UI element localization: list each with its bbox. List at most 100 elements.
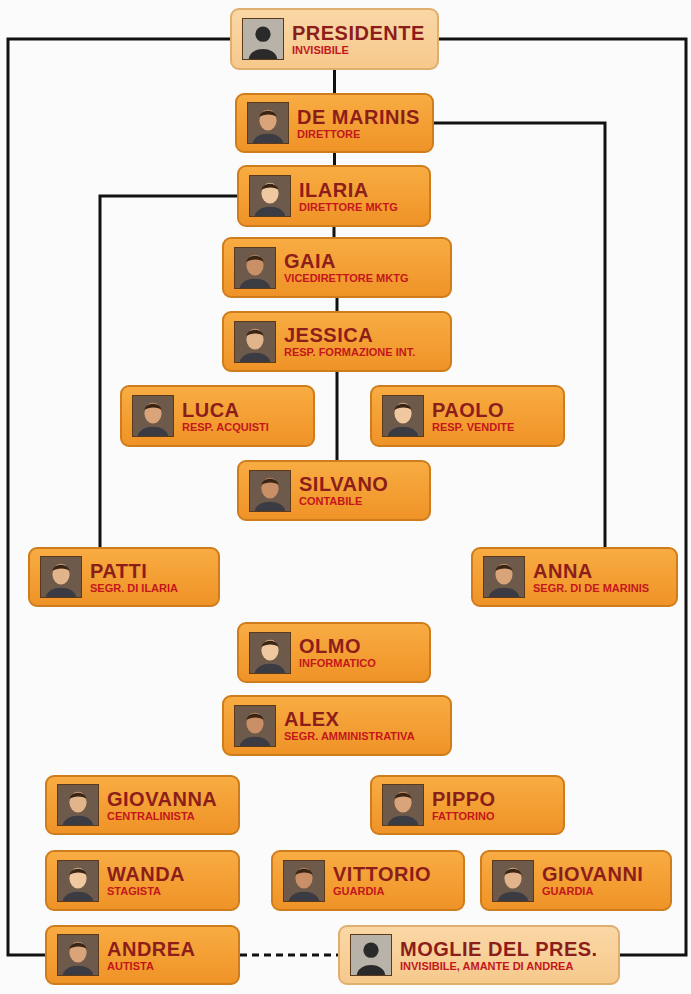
- person-box: PAOLORESP. VENDITE: [370, 385, 565, 447]
- text-column: DE MARINISDIRETTORE: [297, 106, 420, 141]
- person-name: WANDA: [107, 863, 185, 885]
- person-role: INVISIBILE, AMANTE DI ANDREA: [400, 960, 598, 973]
- portrait: [234, 705, 276, 747]
- person-role: RESP. FORMAZIONE INT.: [284, 346, 415, 359]
- person-box: LUCARESP. ACQUISTI: [120, 385, 315, 447]
- person-role: DIRETTORE: [297, 128, 420, 141]
- portrait: [234, 247, 276, 289]
- person-box: DE MARINISDIRETTORE: [235, 93, 434, 153]
- person-name: ANNA: [533, 560, 649, 582]
- portrait: [382, 395, 424, 437]
- person-box: SILVANOCONTABILE: [237, 460, 431, 521]
- person-box: GIOVANNIGUARDIA: [480, 850, 672, 911]
- portrait: [249, 632, 291, 674]
- hierarchy-line: [333, 227, 336, 237]
- person-name: VITTORIO: [333, 863, 431, 885]
- text-column: ILARIADIRETTORE MKTG: [299, 179, 398, 214]
- person-box: PRESIDENTEINVISIBILE: [230, 8, 439, 70]
- person-name: GAIA: [284, 250, 408, 272]
- person-role: INFORMATICO: [299, 657, 376, 670]
- person-role: CONTABILE: [299, 495, 388, 508]
- text-column: WANDASTAGISTA: [107, 863, 185, 898]
- portrait: [492, 860, 534, 902]
- person-role: AUTISTA: [107, 960, 196, 973]
- person-name: PRESIDENTE: [292, 22, 425, 44]
- person-box: MOGLIE DEL PRES.INVISIBILE, AMANTE DI AN…: [338, 925, 620, 985]
- person-box: ANDREAAUTISTA: [45, 925, 240, 985]
- text-column: SILVANOCONTABILE: [299, 473, 388, 508]
- person-role: VICEDIRETTORE MKTG: [284, 272, 408, 285]
- person-name: MOGLIE DEL PRES.: [400, 938, 598, 960]
- person-role: GUARDIA: [333, 885, 431, 898]
- person-role: FATTORINO: [432, 810, 496, 823]
- text-column: PAOLORESP. VENDITE: [432, 399, 514, 434]
- person-box: ALEXSEGR. AMMINISTRATIVA: [222, 695, 452, 756]
- text-column: VITTORIOGUARDIA: [333, 863, 431, 898]
- person-role: INVISIBILE: [292, 44, 425, 57]
- portrait: [249, 470, 291, 512]
- person-role: SEGR. AMMINISTRATIVA: [284, 730, 415, 743]
- person-role: CENTRALINISTA: [107, 810, 217, 823]
- person-name: ANDREA: [107, 938, 196, 960]
- text-column: ALEXSEGR. AMMINISTRATIVA: [284, 708, 415, 743]
- person-box: OLMOINFORMATICO: [237, 622, 431, 683]
- hierarchy-line: [333, 153, 336, 165]
- person-box: GIOVANNACENTRALINISTA: [45, 775, 240, 835]
- text-column: PIPPOFATTORINO: [432, 788, 496, 823]
- hierarchy-line: [434, 123, 605, 547]
- portrait: [234, 321, 276, 363]
- person-name: ALEX: [284, 708, 415, 730]
- person-name: DE MARINIS: [297, 106, 420, 128]
- person-name: PAOLO: [432, 399, 514, 421]
- hierarchy-line: [333, 70, 336, 93]
- portrait: [57, 860, 99, 902]
- person-box: WANDASTAGISTA: [45, 850, 240, 911]
- portrait: [247, 102, 289, 144]
- hierarchy-line: [336, 372, 339, 460]
- person-role: SEGR. DI DE MARINIS: [533, 582, 649, 595]
- person-role: GUARDIA: [542, 885, 643, 898]
- portrait: [382, 784, 424, 826]
- person-role: SEGR. DI ILARIA: [90, 582, 178, 595]
- text-column: PRESIDENTEINVISIBILE: [292, 22, 425, 57]
- portrait: [57, 784, 99, 826]
- person-name: GIOVANNA: [107, 788, 217, 810]
- text-column: GIOVANNACENTRALINISTA: [107, 788, 217, 823]
- text-column: ANDREAAUTISTA: [107, 938, 196, 973]
- dashed-link: [240, 954, 338, 957]
- person-name: PATTI: [90, 560, 178, 582]
- person-box: ANNASEGR. DI DE MARINIS: [471, 547, 678, 607]
- person-role: STAGISTA: [107, 885, 185, 898]
- portrait: [483, 556, 525, 598]
- person-role: RESP. VENDITE: [432, 421, 514, 434]
- text-column: ANNASEGR. DI DE MARINIS: [533, 560, 649, 595]
- portrait: [242, 18, 284, 60]
- person-name: LUCA: [182, 399, 269, 421]
- text-column: GIOVANNIGUARDIA: [542, 863, 643, 898]
- portrait: [40, 556, 82, 598]
- text-column: GAIAVICEDIRETTORE MKTG: [284, 250, 408, 285]
- person-box: PATTISEGR. DI ILARIA: [28, 547, 220, 607]
- person-box: VITTORIOGUARDIA: [271, 850, 465, 911]
- hierarchy-line: [336, 298, 339, 311]
- text-column: JESSICARESP. FORMAZIONE INT.: [284, 324, 415, 359]
- text-column: LUCARESP. ACQUISTI: [182, 399, 269, 434]
- portrait: [283, 860, 325, 902]
- hierarchy-line: [100, 196, 237, 547]
- person-name: PIPPO: [432, 788, 496, 810]
- person-name: ILARIA: [299, 179, 398, 201]
- person-box: GAIAVICEDIRETTORE MKTG: [222, 237, 452, 298]
- text-column: MOGLIE DEL PRES.INVISIBILE, AMANTE DI AN…: [400, 938, 598, 973]
- person-name: OLMO: [299, 635, 376, 657]
- portrait: [350, 934, 392, 976]
- person-name: GIOVANNI: [542, 863, 643, 885]
- person-box: ILARIADIRETTORE MKTG: [237, 165, 431, 227]
- person-role: RESP. ACQUISTI: [182, 421, 269, 434]
- text-column: OLMOINFORMATICO: [299, 635, 376, 670]
- person-name: SILVANO: [299, 473, 388, 495]
- person-box: PIPPOFATTORINO: [370, 775, 565, 835]
- text-column: PATTISEGR. DI ILARIA: [90, 560, 178, 595]
- portrait: [57, 934, 99, 976]
- person-name: JESSICA: [284, 324, 415, 346]
